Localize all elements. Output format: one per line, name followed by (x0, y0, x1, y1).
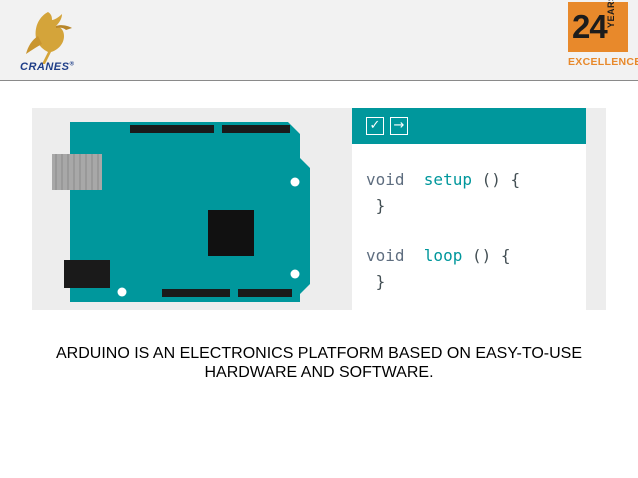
slide-caption: ARDUINO IS AN ELECTRONICS PLATFORM BASED… (55, 345, 583, 381)
badge-number: 24 (572, 8, 608, 45)
code-line-close-loop: } (375, 272, 386, 291)
arduino-illustration: ✓ → void setup () { } void loop () { } (32, 108, 606, 310)
slide-header: CRANES® 24 YEARS EXCELLENCE (0, 0, 638, 81)
code-line-loop: void loop () { (366, 246, 511, 265)
code-editor: ✓ → void setup () { } void loop () { } (352, 108, 586, 310)
checkmark-icon[interactable]: ✓ (366, 117, 384, 135)
arduino-board-icon (52, 122, 310, 302)
crane-bird-logo (26, 12, 72, 64)
editor-toolbar: ✓ → (352, 108, 586, 144)
arrow-right-icon[interactable]: → (390, 117, 408, 135)
badge-label: EXCELLENCE (568, 56, 638, 68)
brand-name: CRANES® (20, 61, 75, 73)
code-line-close-setup: } (375, 196, 386, 215)
anniversary-badge: 24 YEARS (568, 0, 628, 52)
code-line-setup: void setup () { (366, 170, 521, 189)
badge-years: YEARS (606, 0, 616, 28)
